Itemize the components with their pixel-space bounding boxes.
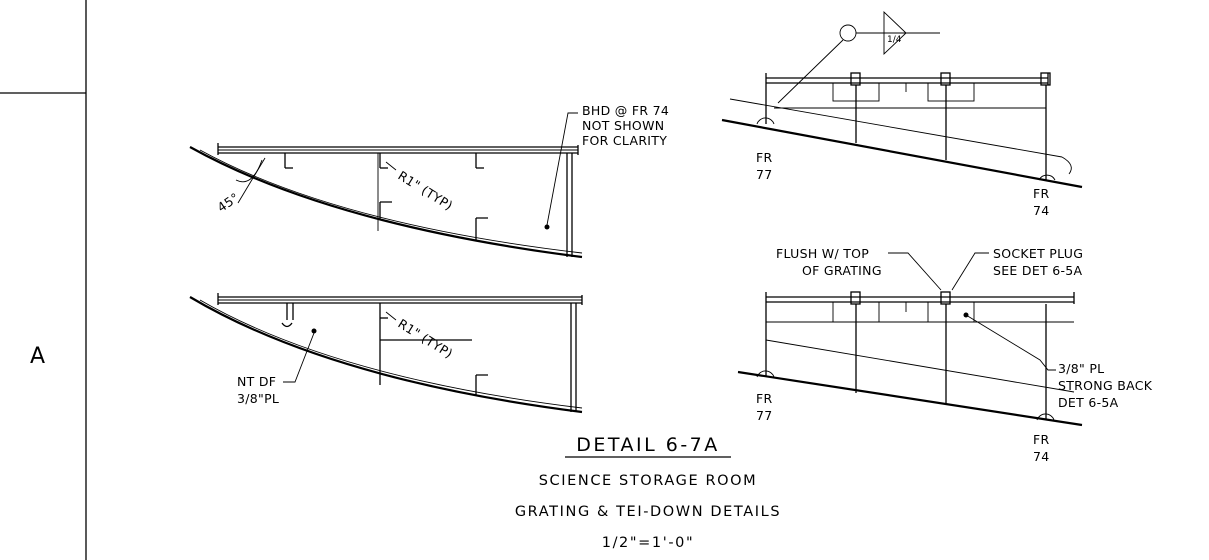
sheet-border: [0, 0, 87, 560]
detail-view-bottom-right: [737, 252, 1083, 427]
zone-letter: A: [30, 344, 45, 369]
detail-title: DETAIL 6-7A: [576, 434, 720, 456]
bhd-note-line-3: FOR CLARITY: [582, 133, 667, 148]
frame-77-label-bottom-1: FR: [756, 391, 772, 406]
plate-note-line-3: DET 6-5A: [1058, 395, 1119, 410]
detail-view-bottom-left: [189, 293, 583, 414]
bhd-note-line-2: NOT SHOWN: [582, 118, 664, 133]
frame-77-label-top-2: 77: [756, 167, 773, 182]
title-line-2: GRATING & TEI-DOWN DETAILS: [515, 504, 781, 520]
title-block: DETAIL 6-7A SCIENCE STORAGE ROOM GRATING…: [515, 434, 781, 551]
nt-df-note-line-1: NT DF: [237, 374, 276, 389]
flush-note-line-2: OF GRATING: [802, 263, 882, 278]
radius-label-top: R1" (TYP): [395, 168, 455, 213]
frame-74-label-top-2: 74: [1033, 203, 1050, 218]
frame-74-label-bottom-1: FR: [1033, 432, 1049, 447]
frame-77-label-top-1: FR: [756, 150, 772, 165]
radius-label-bottom: R1" (TYP): [395, 316, 455, 361]
title-line-1: SCIENCE STORAGE ROOM: [539, 473, 758, 489]
frame-77-label-bottom-2: 77: [756, 408, 773, 423]
socket-note-line-2: SEE DET 6-5A: [993, 263, 1083, 278]
angle-label: 45°: [214, 190, 242, 215]
bhd-note-line-1: BHD @ FR 74: [582, 103, 669, 118]
detail-view-top-left: [189, 112, 583, 259]
plate-note-line-2: STRONG BACK: [1058, 378, 1153, 393]
frame-74-label-bottom-2: 74: [1033, 449, 1050, 464]
nt-df-note-line-2: 3/8"PL: [237, 391, 279, 406]
detail-view-top-right: [721, 10, 1083, 189]
frame-74-label-top-1: FR: [1033, 186, 1049, 201]
weld-size-label: 1/4: [887, 35, 902, 45]
flush-note-line-1: FLUSH W/ TOP: [776, 246, 869, 261]
scale-label: 1/2"=1'-0": [602, 535, 695, 551]
plate-note-line-1: 3/8" PL: [1058, 361, 1104, 376]
socket-note-line-1: SOCKET PLUG: [993, 246, 1083, 261]
